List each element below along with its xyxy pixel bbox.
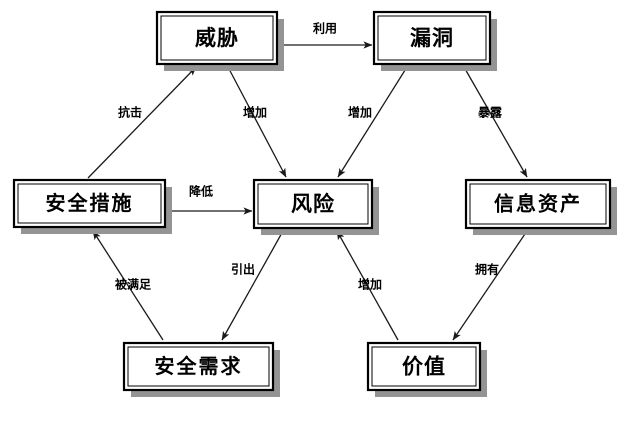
node-label: 价值 (402, 355, 446, 379)
edge-label-req-satisfied-by-control: 被满足 (115, 277, 151, 292)
edge-label-risk-derives-req: 引出 (231, 262, 255, 277)
node-control[interactable]: 安全措施 (12, 178, 172, 234)
node-inner-border (257, 183, 369, 225)
edge-line (336, 230, 399, 341)
node-label: 威胁 (195, 26, 239, 50)
node-value[interactable]: 价值 (366, 341, 487, 397)
node-label: 漏洞 (410, 26, 454, 50)
edge-line (337, 66, 408, 178)
node-inner-border (127, 346, 270, 387)
node-box[interactable] (366, 341, 482, 392)
node-box[interactable] (252, 178, 374, 230)
edge-risk-derives-req (221, 230, 284, 341)
edge-line (463, 66, 528, 178)
edge-line (452, 230, 528, 341)
node-inner-border (371, 346, 477, 387)
node-box[interactable] (12, 178, 167, 229)
node-threat[interactable]: 威胁 (155, 10, 284, 71)
edges-layer (87, 41, 528, 341)
edge-label-value-increases-risk: 增加 (358, 277, 382, 292)
edge-label-vuln-exposes-asset: 暴露 (477, 106, 503, 120)
node-inner-border (17, 183, 162, 224)
edge-asset-has-value (452, 230, 528, 341)
node-label: 风险 (291, 192, 335, 216)
edge-vuln-exposes-asset (463, 66, 528, 178)
edge-label-control-reduces-risk: 降低 (189, 184, 213, 199)
edge-label-vuln-increases-risk: 增加 (348, 105, 372, 120)
edge-line (221, 230, 284, 341)
edge-line (92, 230, 164, 341)
node-risk[interactable]: 风险 (252, 178, 379, 235)
edge-label-control-counters-threat: 抗击 (118, 105, 142, 120)
node-box[interactable] (464, 178, 612, 230)
node-inner-border (377, 15, 487, 61)
node-box[interactable] (122, 341, 275, 392)
node-box[interactable] (155, 10, 279, 66)
node-asset[interactable]: 信息资产 (464, 178, 617, 235)
node-box[interactable] (372, 10, 492, 66)
edge-label-threat-exploits-vuln: 利用 (313, 21, 337, 36)
edge-threat-increases-risk (227, 66, 287, 178)
node-label: 安全需求 (155, 354, 243, 378)
edge-label-asset-has-value: 拥有 (475, 262, 499, 277)
edge-label-threat-increases-risk: 增加 (243, 105, 267, 120)
edge-line (87, 66, 197, 179)
node-vuln[interactable]: 漏洞 (372, 10, 497, 71)
edge-line (227, 66, 287, 178)
node-label: 信息资产 (494, 192, 582, 216)
edge-labels-layer: 利用抗击增加增加暴露降低被满足引出增加拥有 (115, 21, 503, 292)
node-req[interactable]: 安全需求 (122, 341, 280, 397)
node-inner-border (160, 15, 274, 61)
edge-control-counters-threat (87, 66, 197, 179)
node-label: 安全措施 (46, 191, 134, 215)
edge-vuln-increases-risk (337, 66, 408, 178)
edge-value-increases-risk (336, 230, 399, 341)
node-inner-border (469, 183, 607, 225)
edge-req-satisfied-by-control (92, 230, 164, 341)
